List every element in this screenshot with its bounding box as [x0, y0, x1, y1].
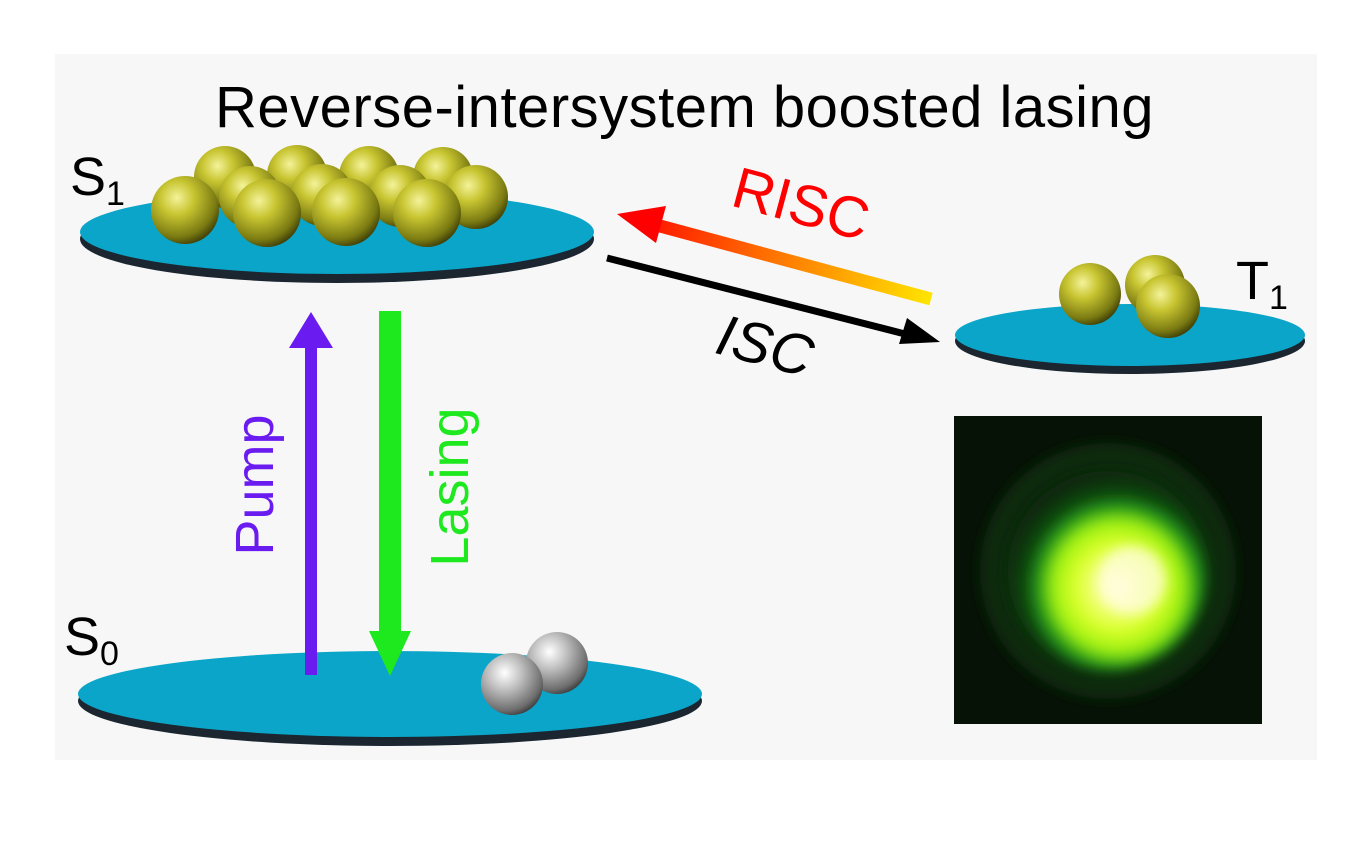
pump-arrow	[289, 312, 333, 675]
s1-molecules	[151, 145, 508, 247]
ground-molecule-icon	[481, 653, 543, 715]
s0-level-label: S0	[64, 607, 119, 673]
excited-molecule-icon	[1136, 274, 1200, 338]
excited-molecule-icon	[312, 178, 380, 246]
excited-molecule-icon	[1059, 263, 1121, 325]
t1-level-disk	[955, 304, 1305, 374]
diagram-title: Reverse-intersystem boosted lasing	[215, 75, 1154, 140]
isc-arrow	[606, 254, 940, 344]
excited-molecule-icon	[393, 179, 461, 247]
s1-level-label: S1	[70, 147, 125, 213]
excited-molecule-icon	[151, 176, 219, 244]
pump-label: Pump	[225, 414, 285, 555]
excited-molecule-icon	[233, 179, 301, 247]
t1-molecules	[1059, 255, 1200, 338]
laser-spot-image	[954, 416, 1262, 724]
lasing-arrow	[369, 311, 411, 676]
s0-molecules	[481, 632, 588, 715]
t1-level-label: T1	[1236, 251, 1288, 317]
risc-arrow	[617, 206, 933, 306]
lasing-label: Lasing	[420, 407, 480, 566]
